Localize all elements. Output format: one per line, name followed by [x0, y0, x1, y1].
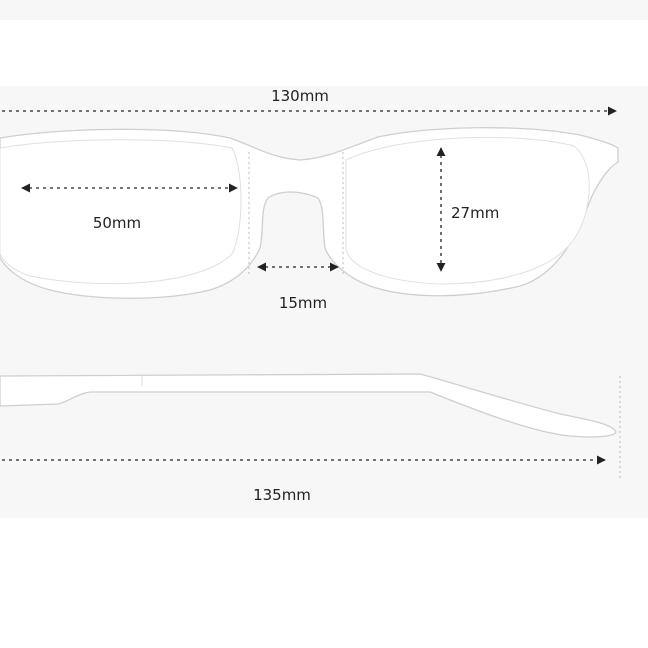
- frame-width-label: 130mm: [271, 87, 329, 105]
- guide-lines: [248, 152, 621, 478]
- dimension-lines: [2, 106, 617, 465]
- glasses-front-view: [0, 127, 619, 299]
- temple-arm: [0, 373, 617, 438]
- temple-side-view: [0, 373, 617, 438]
- lens-width-label: 50mm: [93, 214, 141, 232]
- top-strip: [0, 0, 648, 20]
- right-lens: [345, 136, 590, 285]
- left-lens: [0, 139, 242, 285]
- lens-height-label: 27mm: [451, 204, 499, 222]
- temple-length-label: 135mm: [253, 486, 311, 504]
- bridge-width-label: 15mm: [279, 294, 327, 312]
